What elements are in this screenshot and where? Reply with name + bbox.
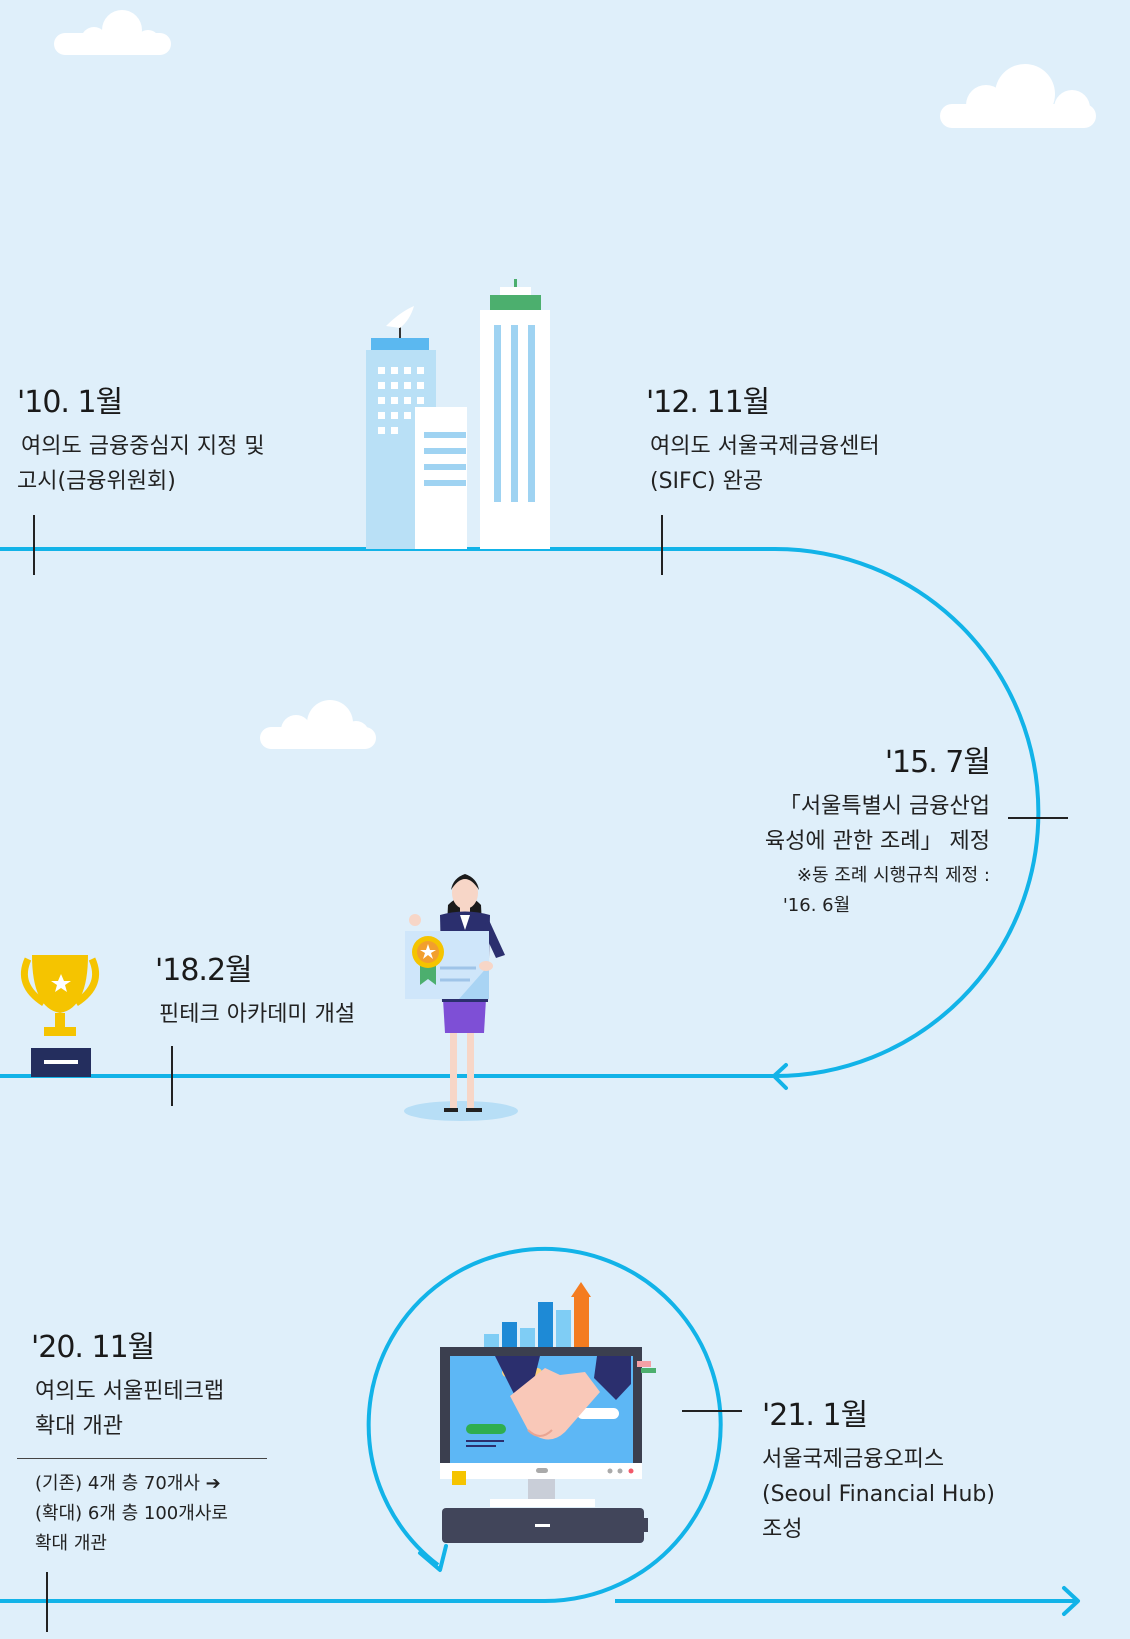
event-2015-jul: '15. 7월 「서울특별시 금융산업 육성에 관한 조례」 제정 ※동 조례 … [764, 737, 991, 921]
event-detail: 확대 개관 [35, 1533, 107, 1554]
event-2012-nov: '12. 11월 여의도 서울국제금융센터 (SIFC) 완공 [646, 377, 880, 499]
event-note: '16. 6월 [782, 895, 851, 916]
event-2020-nov: '20. 11월 여의도 서울핀테크랩 확대 개관 (기존) 4개 층 70개사… [17, 1322, 267, 1559]
woman-with-certificate-icon [404, 874, 518, 1121]
event-2010-jan: '10. 1월 여의도 금융중심지 지정 및 고시(금융위원회) [17, 377, 265, 499]
event-date: '12. 11월 [646, 385, 770, 420]
event-line: 서울국제금융오피스 [762, 1447, 945, 1472]
event-date: '10. 1월 [17, 385, 123, 420]
event-detail: (기존) 4개 층 70개사 ➔ [35, 1473, 221, 1494]
bar-chart-icon [484, 1282, 591, 1348]
event-line: 고시(금융위원회) [17, 469, 176, 494]
event-note: ※동 조례 시행규칙 제정 : [796, 865, 990, 886]
event-date: '15. 7월 [884, 745, 991, 780]
event-line: 핀테크 아카데미 개설 [159, 1002, 356, 1027]
event-date: '21. 1월 [762, 1398, 868, 1433]
event-line: 「서울특별시 금융산업 [778, 794, 990, 819]
buildings-icon [366, 279, 550, 549]
event-line: 확대 개관 [35, 1414, 123, 1439]
monitor-handshake-icon [440, 1282, 656, 1543]
event-line: 육성에 관한 조례」 제정 [764, 829, 990, 854]
event-divider [17, 1458, 267, 1459]
cloud-icon [940, 64, 1096, 128]
timeline-path [0, 547, 1080, 1616]
event-line: (SIFC) 완공 [650, 469, 764, 494]
event-line: (Seoul Financial Hub) [762, 1482, 995, 1507]
event-2021-jan: '21. 1월 서울국제금융오피스 (Seoul Financial Hub) … [762, 1390, 995, 1547]
cloud-icon [260, 700, 376, 749]
event-detail: (확대) 6개 층 100개사로 [35, 1503, 228, 1524]
event-line: 여의도 금융중심지 지정 및 [21, 434, 265, 459]
timeline-ticks [33, 515, 1068, 1632]
event-date: '18.2월 [155, 953, 253, 988]
event-2018-feb: '18.2월 핀테크 아카데미 개설 [155, 945, 355, 1032]
cloud-icon [54, 10, 171, 55]
event-line: 여의도 서울핀테크랩 [35, 1379, 225, 1404]
trophy-icon [21, 955, 99, 1077]
event-date: '20. 11월 [31, 1330, 155, 1365]
event-line: 여의도 서울국제금융센터 [650, 434, 880, 459]
event-line: 조성 [762, 1517, 803, 1542]
